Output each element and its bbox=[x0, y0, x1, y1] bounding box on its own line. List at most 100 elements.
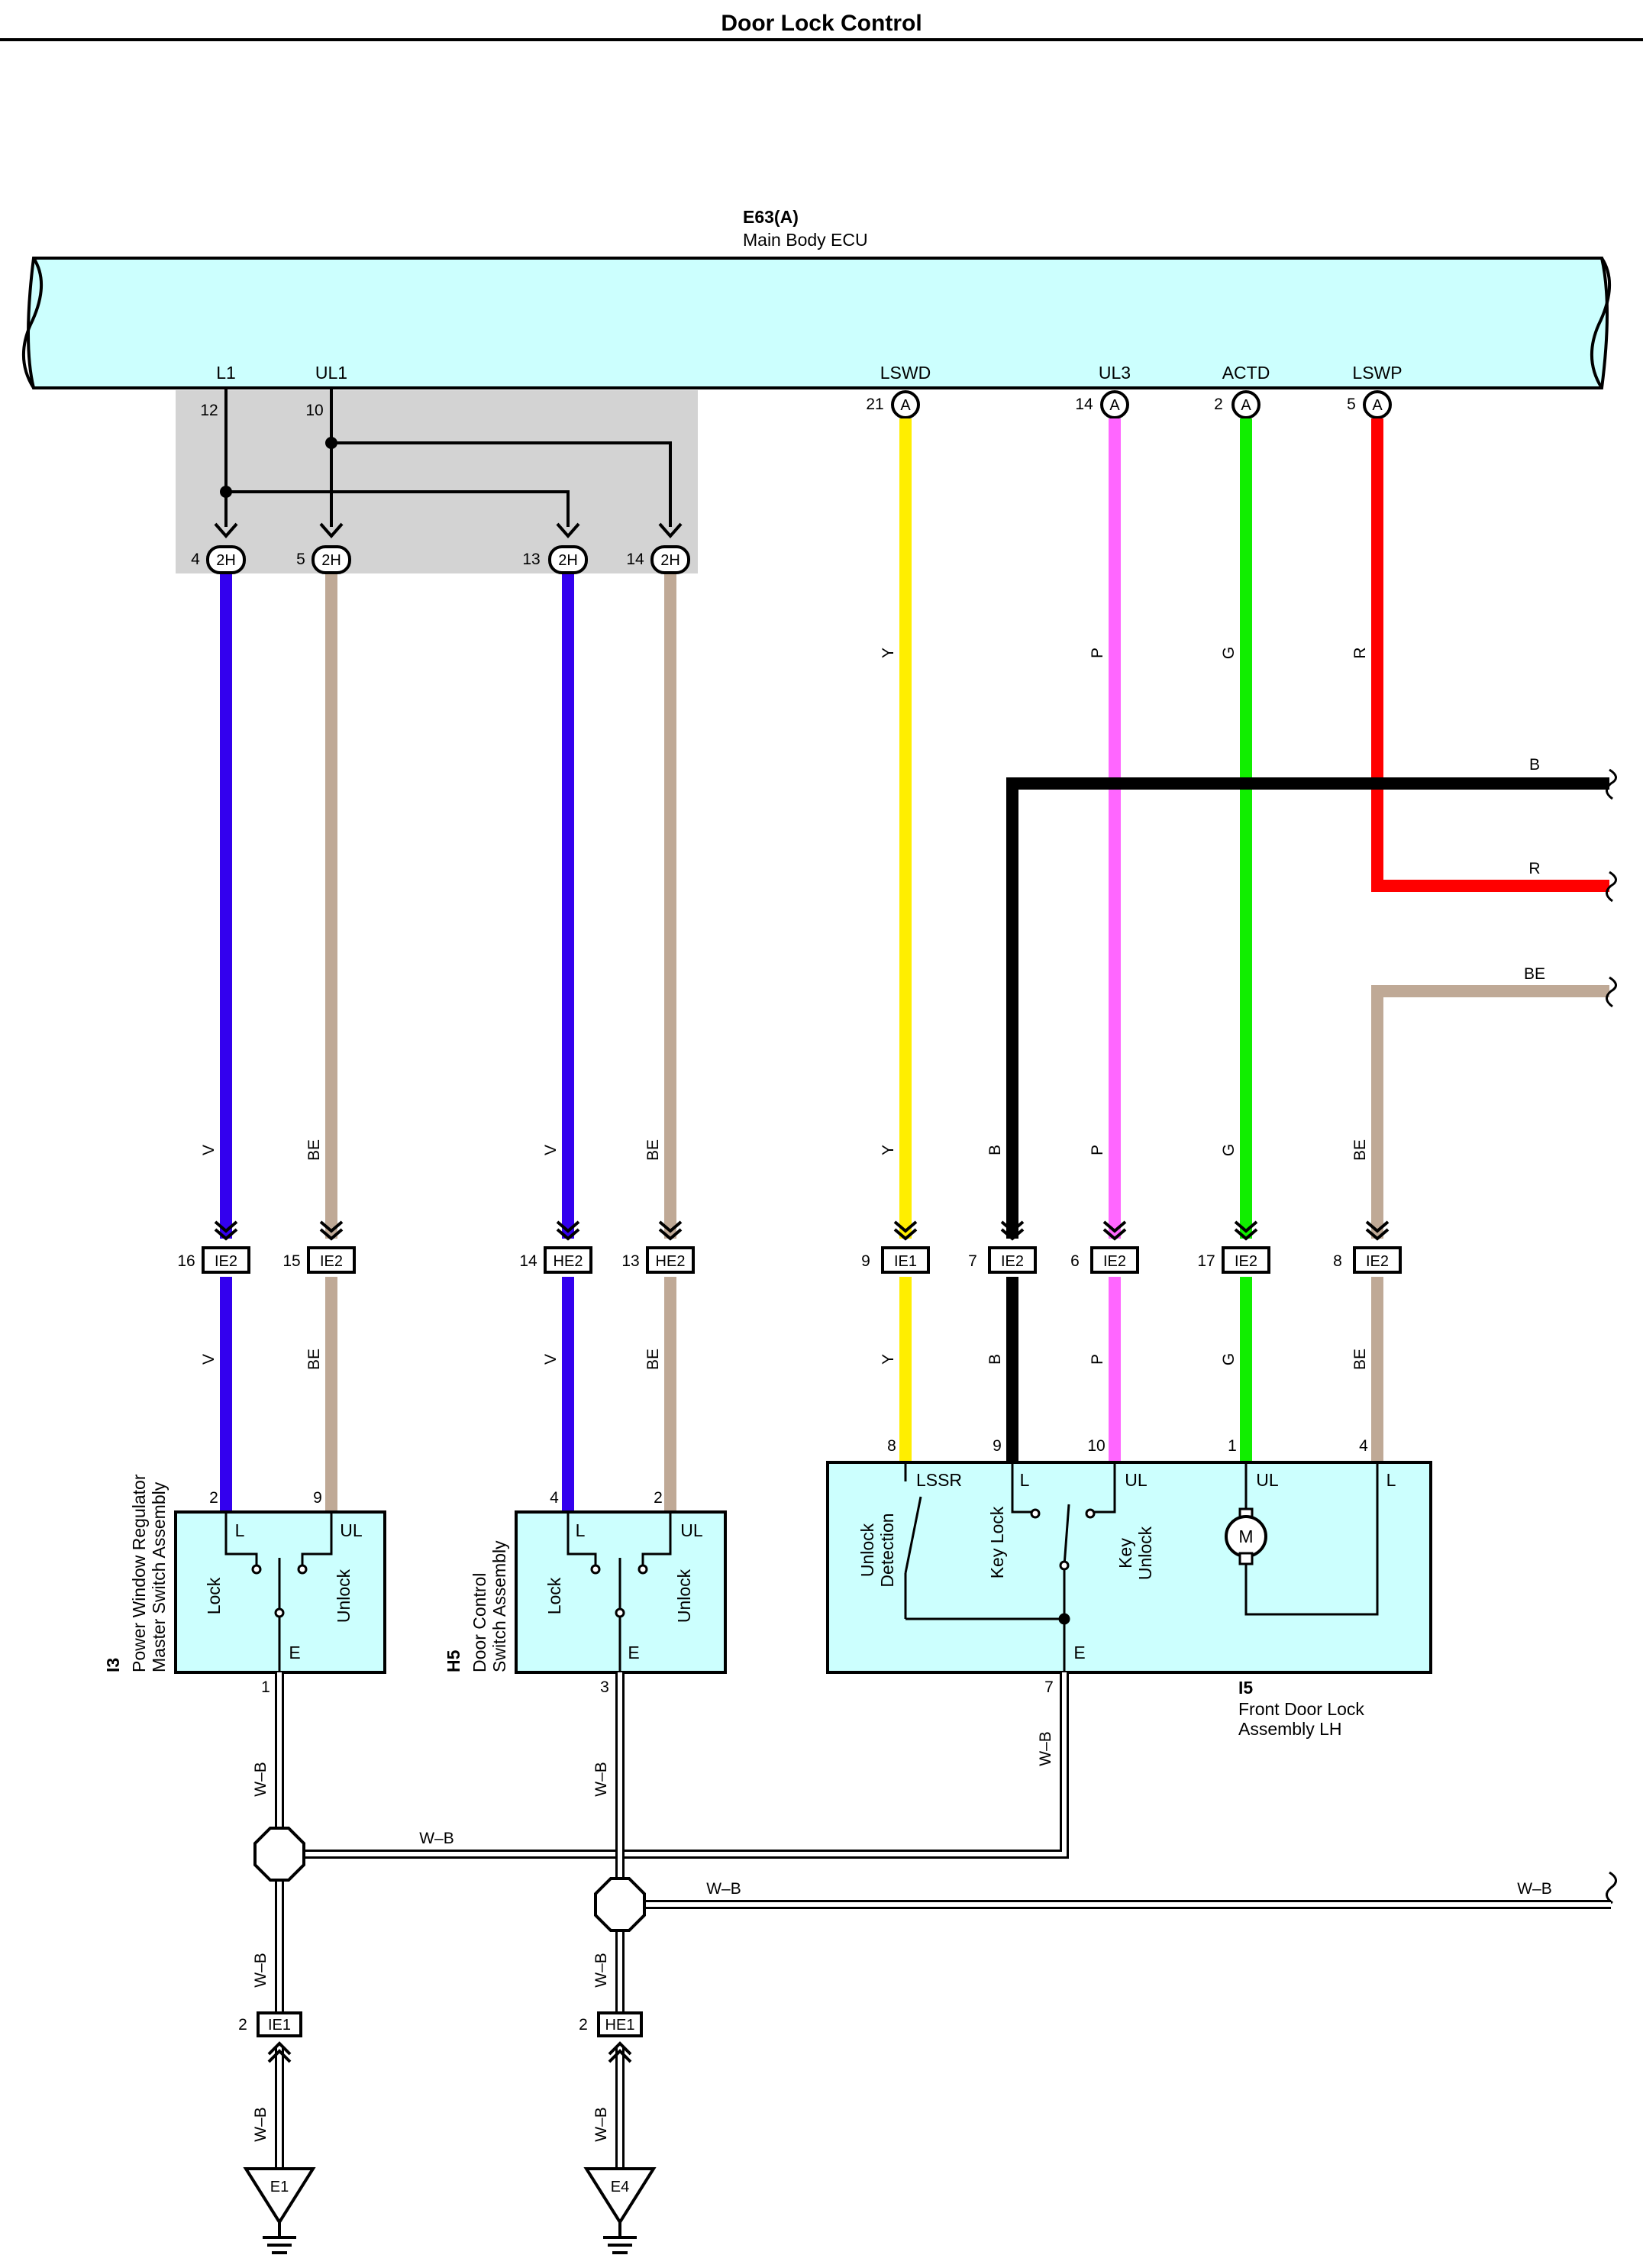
connector-code: HE2 bbox=[554, 1253, 583, 1270]
wb-label-i3: W–B bbox=[252, 1762, 270, 1797]
connector-code: IE2 bbox=[1001, 1253, 1024, 1270]
i5-unlock-detection-1: Unlock bbox=[857, 1523, 877, 1577]
connector-2h-label: 2H bbox=[558, 552, 578, 569]
wire-label-g-3: G bbox=[1220, 1353, 1238, 1365]
wire-label-v-2: V bbox=[542, 1145, 560, 1155]
wire-be-right bbox=[1371, 985, 1609, 1239]
h5-terminal-ul: UL bbox=[680, 1520, 703, 1540]
wire-r-lswp bbox=[1371, 418, 1609, 892]
connector-2h-pin-14: 14 bbox=[626, 551, 644, 568]
i5-pin-ul: 10 bbox=[1087, 1437, 1105, 1455]
wire-label-g-2: G bbox=[1220, 1144, 1238, 1156]
i5-code: I5 bbox=[1238, 1678, 1253, 1698]
i3-switch-lock: Lock bbox=[204, 1577, 224, 1614]
wire-label-b-right: B bbox=[1529, 756, 1540, 774]
ground-connector-ie1: IE1 2 bbox=[238, 2011, 302, 2063]
ie1-pin: 2 bbox=[238, 2016, 247, 2034]
wb-label-splice1: W–B bbox=[419, 1830, 454, 1847]
component-i5: 8 9 10 1 4 LSSR L UL UL L E Unlock Detec… bbox=[826, 1437, 1432, 1739]
wire-label-v-1: V bbox=[200, 1145, 218, 1155]
connector-code: IE1 bbox=[894, 1253, 917, 1270]
h5-pin-ul: 2 bbox=[654, 1489, 663, 1507]
splice-2 bbox=[594, 1877, 646, 1932]
wire-label-be-6: BE bbox=[1351, 1349, 1369, 1370]
wire-label-b-2: B bbox=[986, 1145, 1004, 1155]
ecu-terminal-lswp: LSWP bbox=[1352, 363, 1402, 383]
motor-symbol: M bbox=[1238, 1527, 1253, 1546]
i3-terminal-e: E bbox=[289, 1643, 300, 1662]
i5-name-2: Assembly LH bbox=[1238, 1719, 1341, 1739]
i5-unlock-detection-2: Detection bbox=[877, 1513, 897, 1587]
wire-label-b-3: B bbox=[986, 1354, 1004, 1365]
connector-pin: 14 bbox=[519, 1252, 537, 1270]
wire-label-p-upper: P bbox=[1089, 648, 1106, 658]
i5-pin-motor-ul: 1 bbox=[1228, 1437, 1237, 1455]
h5-terminal-l: L bbox=[576, 1520, 586, 1540]
he1-code: HE1 bbox=[605, 2017, 635, 2034]
ecu-terminal-ul1: UL1 bbox=[315, 363, 347, 383]
connector-2h-group: 4 5 13 14 bbox=[191, 551, 644, 568]
h5-pin-e: 3 bbox=[600, 1678, 609, 1696]
connector-letter: A bbox=[1241, 397, 1251, 414]
connector-pin: 8 bbox=[1333, 1252, 1342, 1270]
connector-2h-pin-13: 13 bbox=[522, 551, 540, 568]
ecu-pin-12: 12 bbox=[200, 402, 218, 419]
wire-label-g-upper: G bbox=[1220, 647, 1238, 659]
junction-shade bbox=[176, 390, 698, 573]
i5-pin-lssr: 8 bbox=[887, 1437, 896, 1455]
connector-pin: 16 bbox=[177, 1252, 195, 1270]
wire-group bbox=[220, 418, 1609, 1512]
ecu-terminal-l1: L1 bbox=[216, 363, 236, 383]
wb-label-e4-lower: W–B bbox=[592, 2107, 610, 2142]
wire-label-r-right: R bbox=[1528, 860, 1540, 877]
i3-pin-l: 2 bbox=[209, 1489, 218, 1507]
ecu-pin-21: 21 bbox=[866, 396, 883, 413]
i3-terminal-l: L bbox=[235, 1520, 245, 1540]
i5-key-unlock-2: Unlock bbox=[1135, 1526, 1155, 1580]
ground-connectors: IE1 2 HE1 2 bbox=[238, 2011, 643, 2063]
wb-label-e1-lower: W–B bbox=[252, 2107, 270, 2142]
i5-terminal-e: E bbox=[1073, 1643, 1085, 1662]
connector-2h-label: 2H bbox=[660, 552, 680, 569]
i5-terminal-l: L bbox=[1020, 1470, 1030, 1490]
ecu-connector-lswp: 5 A bbox=[1347, 390, 1392, 419]
i3-pin-e: 1 bbox=[261, 1678, 270, 1696]
connector-pin: 9 bbox=[861, 1252, 870, 1270]
ecu-connector-ul3: 14 A bbox=[1075, 390, 1129, 419]
component-h5: 4 2 L UL E Lock Unlock 3 H5 Door Control… bbox=[444, 1489, 727, 1696]
connector-pin: 13 bbox=[621, 1252, 639, 1270]
component-i3: 2 9 L UL E Lock Unlock 1 I3 Power Window… bbox=[103, 1474, 386, 1696]
wire-b bbox=[1006, 777, 1609, 1239]
wire-label-be-2: BE bbox=[644, 1139, 662, 1161]
connector-code: IE2 bbox=[1103, 1253, 1126, 1270]
connector-he2-pin-13: HE2 13 bbox=[621, 1220, 695, 1274]
i5-terminal-motor-ul: UL bbox=[1256, 1470, 1279, 1490]
connector-pin: 15 bbox=[282, 1252, 300, 1270]
wire-breaks-right bbox=[1606, 768, 1617, 1905]
wb-label-splice2: W–B bbox=[706, 1880, 741, 1898]
wb-label-e4-upper: W–B bbox=[592, 1953, 610, 1988]
junction-wiring bbox=[220, 389, 672, 527]
wire-label-be-1: BE bbox=[305, 1139, 323, 1161]
connector-code: HE2 bbox=[656, 1253, 686, 1270]
connector-pin: 17 bbox=[1197, 1252, 1215, 1270]
ecu-pin-2: 2 bbox=[1214, 396, 1223, 413]
h5-switch-lock: Lock bbox=[544, 1577, 564, 1614]
h5-terminal-e: E bbox=[628, 1643, 639, 1662]
wb-label-h5: W–B bbox=[592, 1762, 610, 1797]
i5-key-lock: Key Lock bbox=[987, 1506, 1007, 1578]
ecu-connector-lswd: 21 A bbox=[866, 390, 920, 419]
ground-wiring bbox=[275, 1672, 1611, 2184]
wb-label-right: W–B bbox=[1517, 1880, 1552, 1898]
i3-name-2: Master Switch Assembly bbox=[149, 1481, 169, 1672]
wire-label-r-upper: R bbox=[1351, 647, 1369, 658]
connector-2h-pin-5: 5 bbox=[296, 551, 305, 568]
connector-letter: A bbox=[1109, 397, 1120, 414]
ecu-right-break bbox=[1590, 257, 1611, 389]
i3-pin-ul: 9 bbox=[313, 1489, 322, 1507]
connector-code: IE2 bbox=[1366, 1253, 1389, 1270]
